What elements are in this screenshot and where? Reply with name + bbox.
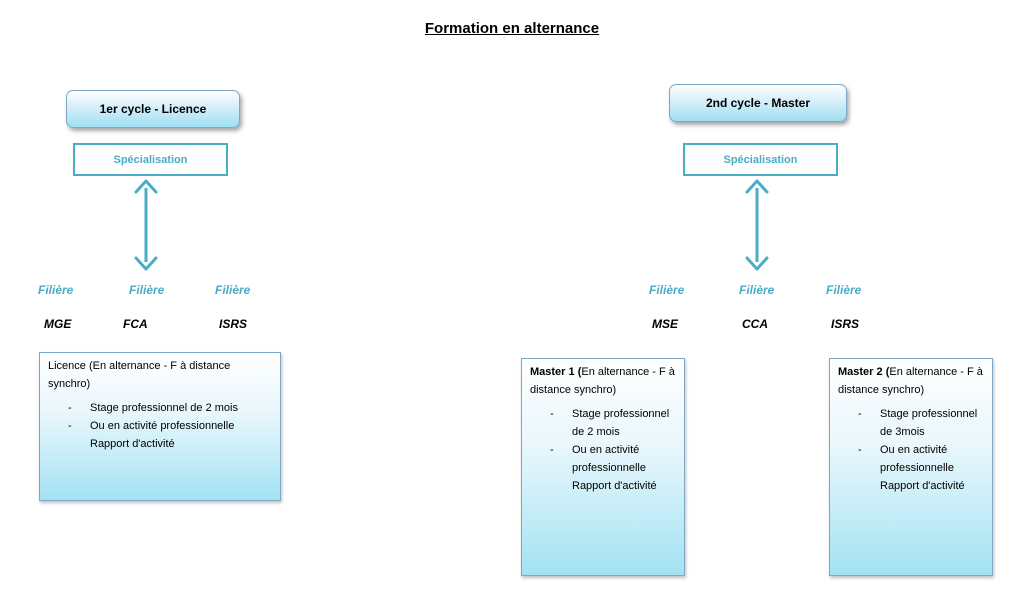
list-item: Ou en activité professionnelle Rapport d… xyxy=(530,441,676,495)
diagram-title: Formation en alternance xyxy=(424,20,600,37)
filiere-label: Filière xyxy=(649,283,685,297)
filiere-label: Filière xyxy=(826,283,862,297)
master2-box-heading-text: En alternance - F à distance synchro) xyxy=(838,366,983,396)
double-arrow-licence xyxy=(134,179,158,271)
master2-box-heading-bold: Master 2 ( xyxy=(838,366,890,378)
list-item: Stage professionnel de 2 mois xyxy=(48,399,272,417)
filiere-label: Filière xyxy=(38,283,74,297)
licence-box-list: Stage professionnel de 2 mois Ou en acti… xyxy=(48,399,272,453)
master1-box-heading: Master 1 (En alternance - F à distance s… xyxy=(530,363,676,399)
double-arrow-master xyxy=(745,179,769,271)
master1-box-heading-text: En alternance - F à distance synchro) xyxy=(530,366,675,396)
master1-box-heading-bold: Master 1 ( xyxy=(530,366,582,378)
filiere-code-isrs: ISRS xyxy=(219,317,248,331)
licence-box-heading: Licence (En alternance - F à distance sy… xyxy=(48,360,231,390)
filiere-label: Filière xyxy=(215,283,251,297)
master2-detail-box: Master 2 (En alternance - F à distance s… xyxy=(829,358,993,576)
cycle-licence-box: 1er cycle - Licence xyxy=(66,90,240,128)
master2-box-heading: Master 2 (En alternance - F à distance s… xyxy=(838,363,984,399)
filiere-code-mse: MSE xyxy=(652,317,679,331)
cycle-master-box: 2nd cycle - Master xyxy=(669,84,847,122)
licence-detail-box: Licence (En alternance - F à distance sy… xyxy=(39,352,281,501)
filiere-code-isrs: ISRS xyxy=(831,317,860,331)
filiere-label: Filière xyxy=(129,283,165,297)
filiere-code-fca: FCA xyxy=(123,317,148,331)
filiere-code-cca: CCA xyxy=(742,317,768,331)
filiere-code-mge: MGE xyxy=(44,317,72,331)
specialisation-master-box: Spécialisation xyxy=(683,143,838,176)
list-item: Ou en activité professionnelle Rapport d… xyxy=(48,417,272,453)
specialisation-licence-box: Spécialisation xyxy=(73,143,228,176)
filiere-label: Filière xyxy=(739,283,775,297)
list-item: Ou en activité professionnelle Rapport d… xyxy=(838,441,984,495)
master2-box-list: Stage professionnel de 3mois Ou en activ… xyxy=(838,405,984,495)
list-item: Stage professionnel de 3mois xyxy=(838,405,984,441)
list-item: Stage professionnel de 2 mois xyxy=(530,405,676,441)
master1-detail-box: Master 1 (En alternance - F à distance s… xyxy=(521,358,685,576)
master1-box-list: Stage professionnel de 2 mois Ou en acti… xyxy=(530,405,676,495)
